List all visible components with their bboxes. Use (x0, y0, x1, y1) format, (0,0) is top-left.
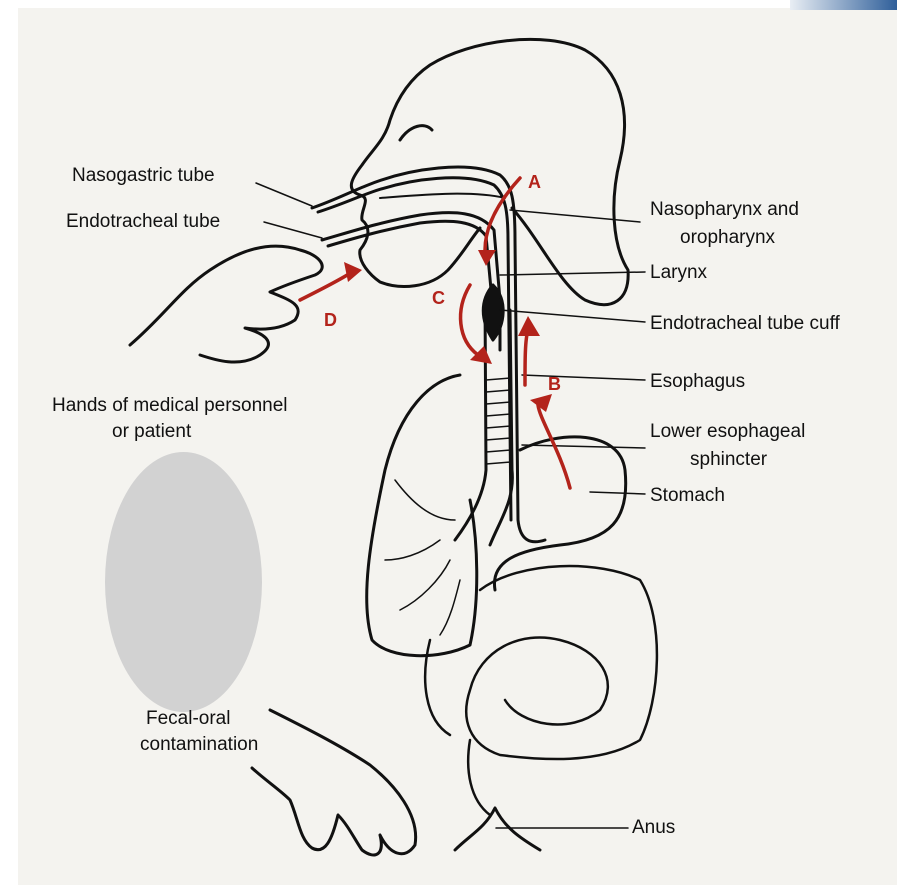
label-fecal-line1: Fecal-oral (146, 707, 230, 731)
label-hands-line2: or patient (112, 420, 191, 444)
lower-hand (252, 710, 416, 855)
ear-detail (400, 126, 432, 140)
label-larynx: Larynx (650, 261, 707, 285)
route-letter-b: B (548, 374, 561, 395)
anus (455, 808, 540, 850)
route-letter-d: D (324, 310, 337, 331)
route-letter-c: C (432, 288, 445, 309)
label-endotracheal-cuff: Endotracheal tube cuff (650, 312, 840, 336)
label-nasopharynx-line2: oropharynx (680, 226, 775, 250)
intestines (466, 566, 657, 759)
lung (367, 375, 477, 656)
label-hands-line1: Hands of medical personnel (52, 394, 288, 418)
label-les-line1: Lower esophageal (650, 420, 805, 444)
label-stomach: Stomach (650, 484, 725, 508)
label-fecal-line2: contamination (140, 733, 258, 757)
route-c-arrow (461, 285, 478, 355)
label-nasogastric-tube: Nasogastric tube (72, 164, 215, 188)
label-endotracheal-tube: Endotracheal tube (66, 210, 220, 234)
upper-hand (130, 246, 322, 362)
label-nasopharynx-line1: Nasopharynx and (650, 198, 799, 222)
route-b-arrow-2 (525, 330, 528, 385)
route-letter-a: A (528, 172, 541, 193)
label-anus: Anus (632, 816, 675, 840)
label-les-line2: sphincter (690, 448, 767, 472)
blurred-patch (105, 452, 262, 712)
label-esophagus: Esophagus (650, 370, 745, 394)
